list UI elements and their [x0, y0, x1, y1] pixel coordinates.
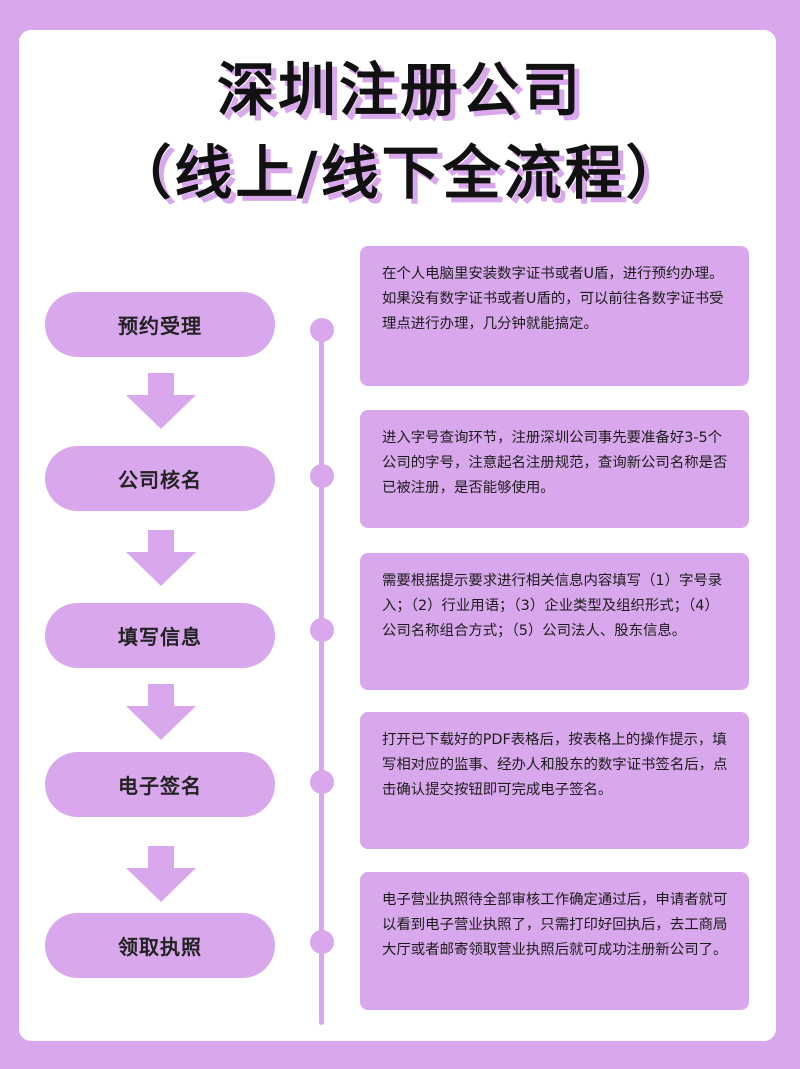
timeline-dot-icon [310, 930, 334, 954]
arrow-down-icon [126, 530, 196, 586]
step-4-description: 打开已下载好的PDF表格后，按表格上的操作提示，填写相对应的监事、经办人和股东的… [360, 712, 749, 849]
timeline-dot-icon [310, 618, 334, 642]
step-1-description: 在个人电脑里安装数字证书或者U盾，进行预约办理。如果没有数字证书或者U盾的，可以… [360, 246, 749, 386]
timeline-line [319, 330, 324, 1025]
timeline-dot-icon [310, 318, 334, 342]
step-5-button[interactable]: 领取执照 [45, 913, 275, 978]
page-subtitle: （线上/线下全流程） [113, 139, 687, 207]
timeline-dot-icon [310, 770, 334, 794]
arrow-down-icon [126, 684, 196, 740]
step-4-button[interactable]: 电子签名 [45, 752, 275, 817]
step-2-description: 进入字号查询环节，注册深圳公司事先要准备好3-5个公司的字号，注意起名注册规范，… [360, 410, 749, 528]
step-1-button[interactable]: 预约受理 [45, 292, 275, 357]
step-5-description: 电子营业执照待全部审核工作确定通过后，申请者就可以看到电子营业执照了，只需打印好… [360, 872, 749, 1010]
arrow-down-icon [126, 373, 196, 429]
page-title: 深圳注册公司 [216, 56, 583, 124]
step-3-description: 需要根据提示要求进行相关信息内容填写（1）字号录入；（2）行业用语；（3）企业类… [360, 553, 749, 690]
arrow-down-icon [126, 846, 196, 902]
step-2-button[interactable]: 公司核名 [45, 446, 275, 511]
step-3-button[interactable]: 填写信息 [45, 603, 275, 668]
timeline-dot-icon [310, 464, 334, 488]
